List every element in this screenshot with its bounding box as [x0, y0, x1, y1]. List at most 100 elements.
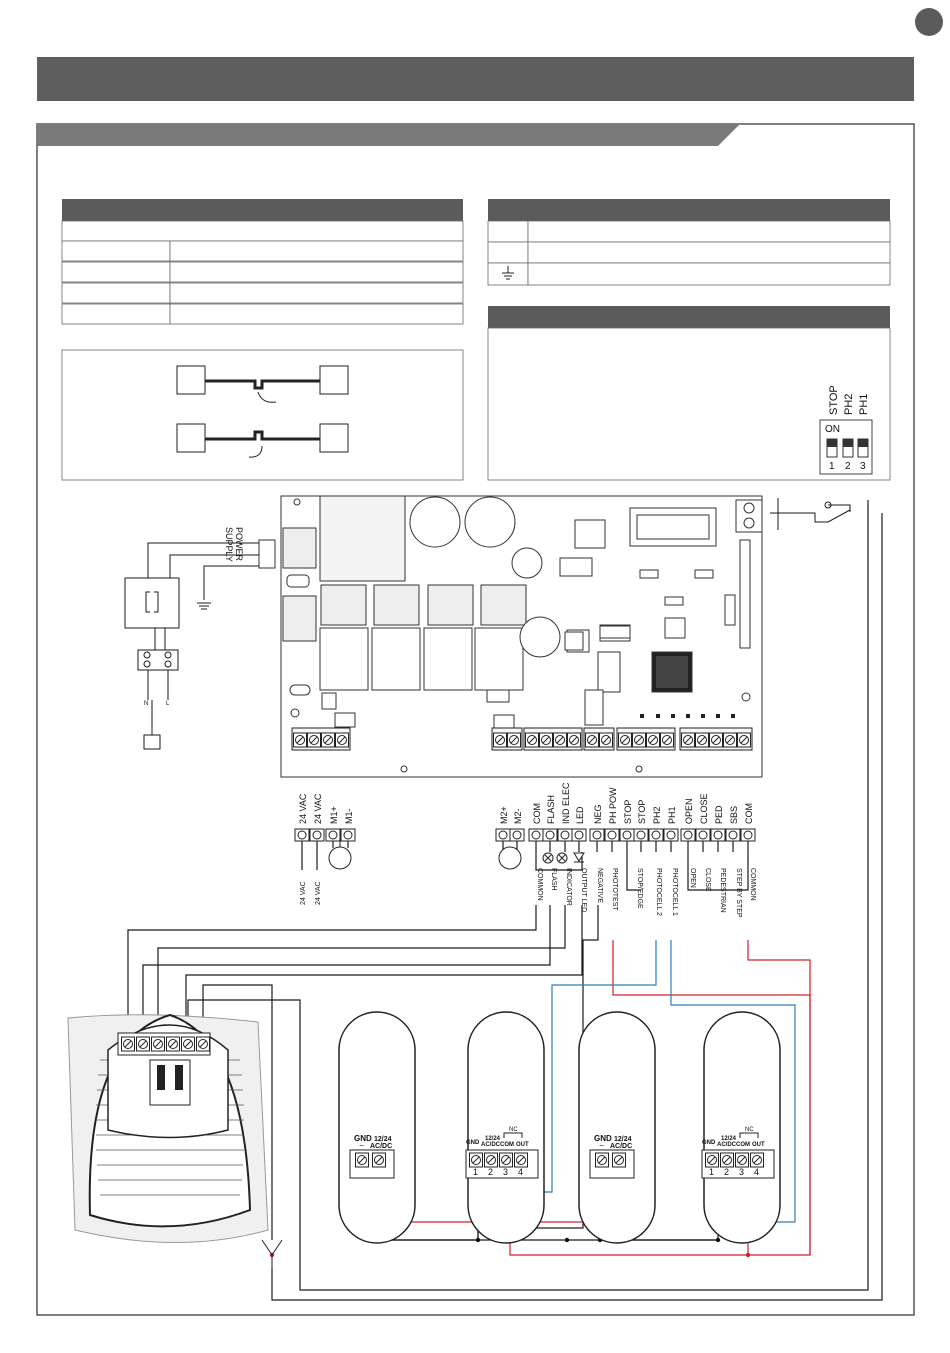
- dip-label-ph2: PH2: [843, 394, 855, 415]
- function-label: CLOSE: [704, 868, 711, 892]
- dip-switch-2[interactable]: [842, 438, 854, 458]
- rx-label: COM: [736, 1142, 750, 1148]
- function-label: STEP BY STEP: [735, 868, 742, 918]
- power-supply-label-2: SUPPLY: [224, 527, 234, 562]
- terminal-label: 24 VAC: [313, 793, 323, 824]
- terminal-label: M2+: [499, 806, 509, 824]
- function-label: OUTPUT LED: [580, 868, 587, 912]
- switch-icon: [770, 498, 851, 530]
- dip-label-stop: STOP: [828, 385, 840, 415]
- tx-gnd-label: GND: [354, 1134, 372, 1143]
- terminal-label: PH2: [652, 806, 662, 824]
- terminal-label: PED: [714, 805, 724, 824]
- connections-table-right: [487, 199, 891, 286]
- function-label: OPEN: [689, 868, 696, 888]
- terminal-label: STOP: [623, 800, 633, 824]
- tx-minus-label: −: [359, 1141, 364, 1150]
- mains-l-label: L: [166, 701, 170, 707]
- dip-switch-box: STOP PH2 PH1 ON 1 2 3: [487, 306, 891, 481]
- lower-terminals-right: M2+ M2- COM FLASH IND ELEC LED NEG PH POW STOP ST…: [495, 782, 756, 918]
- page-badge: [915, 8, 943, 36]
- terminal-label: COM: [532, 803, 542, 824]
- terminal-label: STOP: [637, 800, 647, 824]
- led-icon: [573, 852, 585, 863]
- connections-table-left: [61, 199, 464, 325]
- terminal-label: LED: [575, 806, 585, 824]
- terminal-label: 24 VAC: [298, 793, 308, 824]
- motor-icon: [328, 840, 352, 870]
- rx-label: COM: [500, 1142, 514, 1148]
- dip-number-3: 3: [860, 461, 866, 472]
- dip-label-ph1: PH1: [858, 394, 870, 415]
- terminal-label: PH1: [667, 806, 677, 824]
- rx-terminal-number: 1: [473, 1167, 478, 1177]
- terminal-label: M1-: [344, 808, 354, 824]
- flashing-light-device: [67, 1013, 269, 1243]
- function-label: PHOTOCELL 2: [655, 868, 662, 916]
- mains-wiring: [124, 542, 259, 750]
- tx-acdc-label: AC/DC: [610, 1143, 632, 1150]
- terminal-label: SBS: [729, 806, 739, 824]
- rx-terminal-number: 4: [518, 1167, 523, 1177]
- jumper-box: [61, 349, 464, 481]
- dip-switch-3[interactable]: [857, 438, 869, 458]
- function-label: NEGATIVE: [596, 868, 603, 903]
- rx-label: GND: [702, 1140, 716, 1146]
- lamp-icon: [556, 852, 568, 864]
- dip-on-label: ON: [825, 424, 840, 435]
- rx-label: OUT: [752, 1142, 765, 1148]
- rx-terminal-number: 2: [724, 1167, 729, 1177]
- function-label: FLASH: [550, 868, 557, 891]
- dip-switch-1[interactable]: [826, 438, 838, 458]
- function-label: PHOTOTEST: [611, 868, 618, 911]
- function-label: 24 VAC: [300, 881, 307, 905]
- terminal-label: M2-: [513, 808, 523, 824]
- section-tab: [37, 124, 740, 146]
- dip-number-2: 2: [845, 461, 851, 472]
- rx-label: 12/24: [485, 1136, 501, 1142]
- rx-terminal-number: 2: [488, 1167, 493, 1177]
- terminal-label: CLOSE: [699, 793, 709, 824]
- lamp-icon: [542, 852, 554, 864]
- rx-nc-label: NC: [745, 1127, 754, 1133]
- tx-minus-label: −: [599, 1141, 604, 1150]
- antenna-icon: [261, 1239, 283, 1268]
- mains-n-label: N: [144, 701, 148, 707]
- terminal-label: COM: [744, 803, 754, 824]
- terminal-label: M1+: [329, 806, 339, 824]
- function-label: INDICATOR: [565, 868, 572, 906]
- earth-ground-icon: [502, 266, 514, 280]
- function-label: COMMON: [749, 868, 756, 901]
- terminal-label: IND ELEC: [561, 782, 571, 824]
- function-label: 24 VAC: [315, 881, 322, 905]
- dip-number-1: 1: [829, 461, 835, 472]
- tx-v-label: 12/24: [614, 1136, 632, 1143]
- rx-nc-label: NC: [509, 1127, 518, 1133]
- rx-label: OUT: [516, 1142, 529, 1148]
- rx-label: AC/DC: [481, 1142, 501, 1148]
- terminal-label: OPEN: [684, 798, 694, 824]
- rx-terminal-number: 3: [739, 1167, 744, 1177]
- terminal-label: NEG: [593, 804, 603, 824]
- rx-terminal-number: 1: [709, 1167, 714, 1177]
- control-board: POWER SUPPLY: [224, 495, 763, 778]
- rx-label: GND: [466, 1140, 480, 1146]
- rx-label: AC/DC: [717, 1142, 737, 1148]
- terminal-label: FLASH: [546, 795, 556, 824]
- rx-terminal-number: 4: [754, 1167, 759, 1177]
- rx-terminal-number: 3: [503, 1167, 508, 1177]
- function-label: COMMON: [536, 868, 543, 901]
- power-supply-label-1: POWER: [234, 527, 244, 562]
- rx-label: 12/24: [721, 1136, 737, 1142]
- tx-gnd-label: GND: [594, 1134, 612, 1143]
- board-terminal-strip: [291, 727, 753, 751]
- terminal-label: PH POW: [608, 787, 618, 824]
- function-label: PHOTOCELL 1: [671, 868, 678, 916]
- page-header-bar: [37, 57, 914, 101]
- tx-v-label: 12/24: [374, 1136, 392, 1143]
- tx-acdc-label: AC/DC: [370, 1143, 392, 1150]
- function-label: STOP/EDGE: [636, 868, 643, 909]
- motor-icon: [498, 846, 522, 870]
